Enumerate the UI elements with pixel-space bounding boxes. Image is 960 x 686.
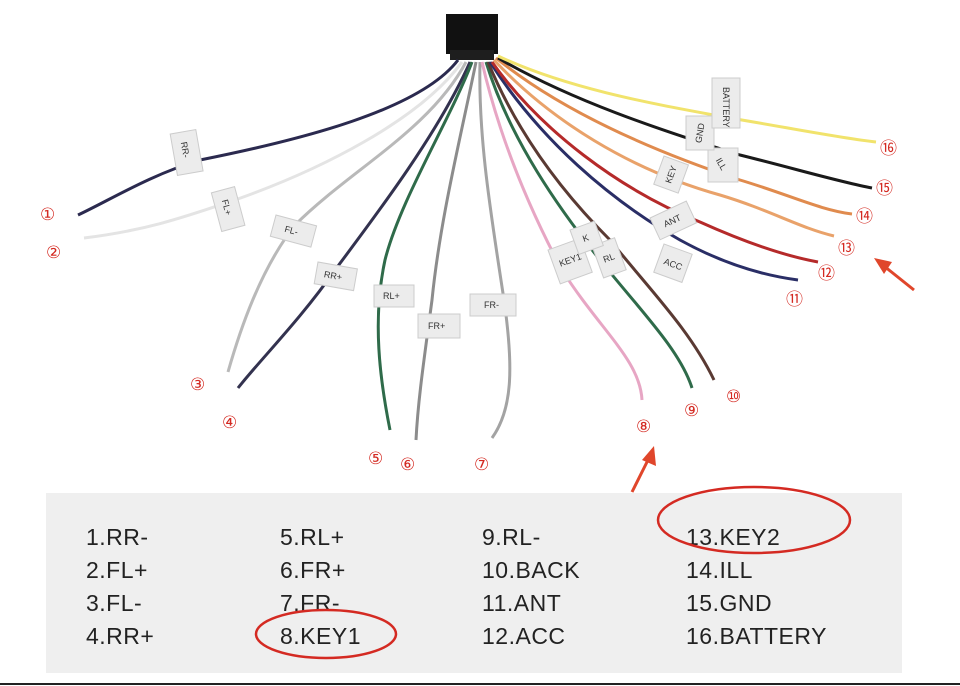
wire-number-10: ⑩ xyxy=(726,387,741,407)
legend-item: 12.ACC xyxy=(482,623,566,649)
wire-number-2: ② xyxy=(46,243,61,263)
wire-5 xyxy=(376,61,474,431)
tag-wire-7: FR- xyxy=(469,293,517,317)
legend-column-3: 9.RL- 10.BACK 11.ANT 12.ACC xyxy=(482,521,580,653)
wire-3 xyxy=(226,61,468,373)
legend-item: 9.RL- xyxy=(482,524,541,550)
legend-item: 1.RR- xyxy=(86,524,149,550)
svg-text:RR+: RR+ xyxy=(323,269,343,282)
legend-item: 6.FR+ xyxy=(280,557,346,583)
wire-number-9: ⑨ xyxy=(684,401,699,421)
wire-number-7: ⑦ xyxy=(474,455,489,475)
tag-wire-10: K xyxy=(569,220,604,256)
wire-2 xyxy=(83,61,464,240)
tag-wire-16: BATTERY xyxy=(711,77,741,129)
tag-wire-2: FL+ xyxy=(210,186,246,233)
highlight-key2-ellipse xyxy=(656,485,852,555)
legend-item: 3.FL- xyxy=(86,590,143,616)
svg-text:K: K xyxy=(581,232,590,243)
legend-column-1: 1.RR- 2.FL+ 3.FL- 4.RR+ xyxy=(86,521,154,653)
wire-number-8: ⑧ xyxy=(636,417,651,437)
legend-item-highlighted: 8.KEY1 xyxy=(280,623,361,649)
legend-item: 10.BACK xyxy=(482,557,581,583)
wire-number-14: ⑭ xyxy=(856,207,873,227)
legend-item: 2.FL+ xyxy=(86,557,148,583)
svg-text:FR+: FR+ xyxy=(428,321,445,331)
bottom-border xyxy=(0,683,960,685)
wire-number-5: ⑤ xyxy=(368,449,383,469)
tag-wire-4: RR+ xyxy=(313,261,358,292)
wire-legend-panel: 1.RR- 2.FL+ 3.FL- 4.RR+ 5.RL+ 6.FR+ 7.FR… xyxy=(46,493,902,673)
connector-cable-collar xyxy=(450,50,494,60)
legend-column-2: 5.RL+ 6.FR+ 7.FR- 8.KEY1 xyxy=(280,521,361,653)
tag-wire-11: ACC xyxy=(653,243,693,284)
tag-wire-12: ANT xyxy=(649,200,698,241)
wire-13 xyxy=(492,58,835,238)
wire-1 xyxy=(77,59,460,217)
legend-item: 4.RR+ xyxy=(86,623,155,649)
wire-7 xyxy=(478,61,512,439)
tag-wire-9: RL xyxy=(591,237,627,279)
wire-number-12: ⑫ xyxy=(818,264,835,284)
arrow-to-wire-8-icon xyxy=(630,446,656,493)
tag-wire-3: FL- xyxy=(269,214,318,248)
wire-number-6: ⑥ xyxy=(400,455,415,475)
wire-6 xyxy=(414,61,478,441)
legend-item: 16.BATTERY xyxy=(686,623,827,649)
tag-wire-5: RL+ xyxy=(373,284,415,308)
wire-number-3: ③ xyxy=(190,375,205,395)
wire-number-15: ⑮ xyxy=(876,179,893,199)
legend-column-4: 13.KEY2 14.ILL 15.GND 16.BATTERY xyxy=(686,521,827,653)
legend-item: 14.ILL xyxy=(686,557,753,583)
tag-wire-1: RR- xyxy=(169,128,204,177)
tag-wire-15: GND xyxy=(685,115,715,151)
wire-number-13: ⑬ xyxy=(838,239,855,259)
legend-item: 5.RL+ xyxy=(280,524,345,550)
svg-text:FL+: FL+ xyxy=(220,198,234,216)
highlight-key1-ellipse xyxy=(254,608,398,660)
svg-text:FR-: FR- xyxy=(484,300,499,310)
harness-connector xyxy=(446,14,498,54)
wire-4 xyxy=(236,61,472,389)
wire-number-11: ⑪ xyxy=(786,290,803,310)
tag-wire-14: ILL xyxy=(707,147,739,183)
tag-wire-6: FR+ xyxy=(417,313,461,339)
wire-number-16: ⑯ xyxy=(880,139,897,159)
wire-number-4: ④ xyxy=(222,413,237,433)
svg-text:FL-: FL- xyxy=(283,224,299,237)
arrow-to-wire-13-icon xyxy=(874,258,915,292)
svg-text:RL+: RL+ xyxy=(383,291,400,301)
tag-wire-13: KEY xyxy=(653,155,690,194)
legend-item: 15.GND xyxy=(686,590,773,616)
wire-number-1: ① xyxy=(40,205,55,225)
legend-item-highlighted: 13.KEY2 xyxy=(686,524,781,550)
svg-text:RR-: RR- xyxy=(179,141,192,158)
svg-text:GND: GND xyxy=(693,122,706,144)
legend-item: 11.ANT xyxy=(482,590,562,616)
svg-text:RL: RL xyxy=(602,251,616,264)
svg-text:BATTERY: BATTERY xyxy=(721,87,731,128)
